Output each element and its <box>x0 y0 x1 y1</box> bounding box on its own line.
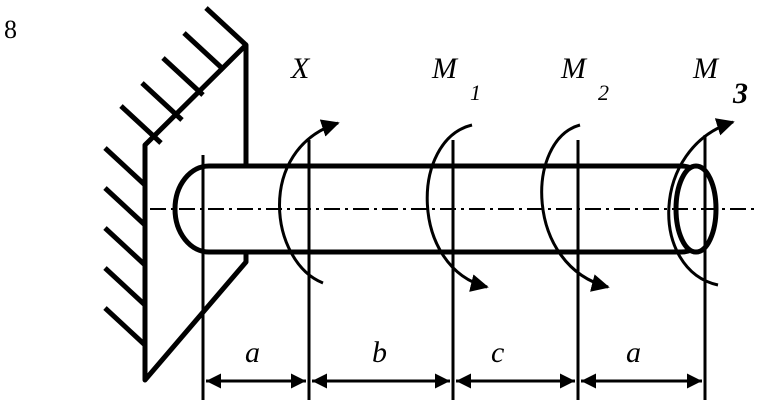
torque-arrow-x <box>278 119 340 285</box>
torque-arrow-m2 <box>540 123 610 292</box>
moment-arrows <box>278 118 735 292</box>
figure-number: 8 <box>4 15 17 44</box>
support-hatching <box>103 6 248 347</box>
moment-label-x: X <box>290 52 311 85</box>
dimension-label-a2: a <box>626 336 641 369</box>
dimension-label-a1: a <box>245 336 260 369</box>
dimension-label-b: b <box>372 336 387 369</box>
moment-index-m2: 2 <box>598 80 609 105</box>
torque-arrow-m3 <box>667 118 735 287</box>
moment-label-m1: M <box>431 52 459 85</box>
moment-label-m2: M <box>560 52 588 85</box>
moment-index-m1: 1 <box>470 80 481 105</box>
dimension-label-c: c <box>491 336 504 369</box>
extension-lines <box>201 135 707 400</box>
moment-index-m3: 3 <box>732 77 748 110</box>
torque-arrow-m1 <box>425 123 489 292</box>
moment-label-m3: M <box>692 52 720 85</box>
